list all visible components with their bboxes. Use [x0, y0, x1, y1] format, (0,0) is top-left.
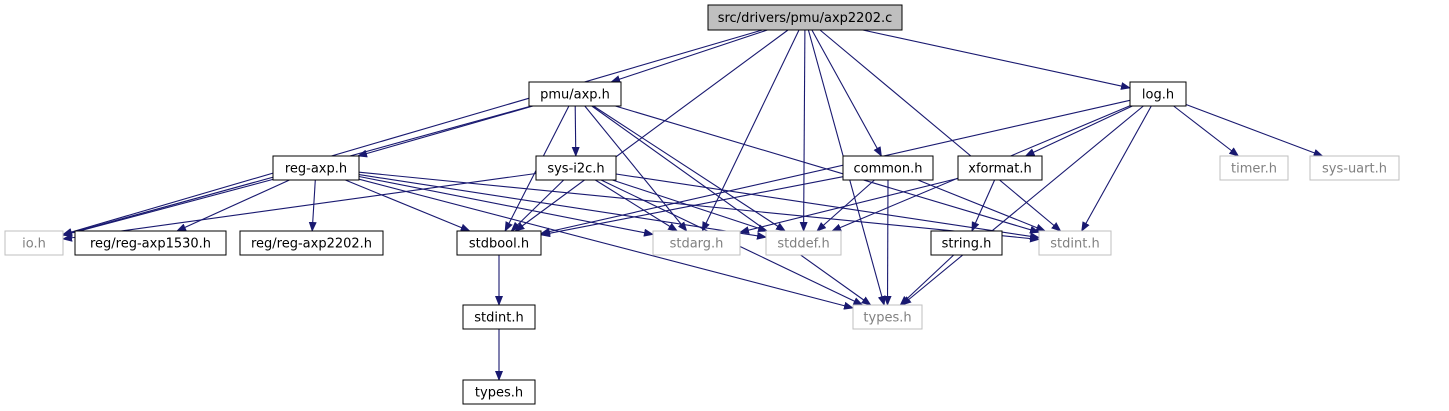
node-label-types_doc: types.h: [475, 386, 523, 401]
node-stdint_doc[interactable]: stdint.h: [462, 304, 536, 330]
node-label-stdint_ext: stdint.h: [1050, 237, 1099, 252]
node-label-reg2202: reg/reg-axp2202.h: [251, 237, 372, 252]
node-box-sys_i2c: [535, 155, 617, 181]
edge-sys_i2c-to-stdbool: [510, 179, 565, 232]
edge-xformat-to-stdarg: [739, 177, 959, 235]
edge-root-to-stdarg: [701, 29, 800, 232]
node-xformat[interactable]: xformat.h: [957, 155, 1043, 181]
node-box-stdint_ext: [1038, 230, 1112, 256]
node-box-common: [842, 155, 934, 181]
edge-common-to-stdbool: [540, 176, 844, 238]
edge-common-to-types_ext: [883, 179, 892, 306]
edge-pmu_axp-to-types_ext: [591, 105, 872, 306]
node-label-types_ext: types.h: [863, 311, 911, 326]
edge-root-to-log: [862, 29, 1131, 90]
edge-reg_axp-to-types_ext: [358, 178, 854, 310]
edge-root-to-stdint_ext: [819, 29, 1062, 232]
edge-log-to-sys_uart: [1185, 103, 1324, 157]
node-box-stdint_doc: [462, 304, 536, 330]
node-label-string: string.h: [942, 237, 992, 252]
node-label-reg1530: reg/reg-axp1530.h: [90, 237, 211, 252]
edge-reg_axp-to-reg1530: [176, 179, 290, 232]
node-box-timer: [1219, 155, 1289, 181]
edge-root-to-pmu_axp: [610, 29, 768, 83]
edge-common-to-stddef: [816, 179, 875, 232]
node-log[interactable]: log.h: [1129, 81, 1187, 107]
node-box-types_ext: [852, 304, 923, 330]
node-box-stdbool: [456, 230, 542, 256]
node-box-io: [4, 230, 64, 256]
node-box-sys_uart: [1309, 155, 1400, 181]
node-box-string: [930, 230, 1003, 256]
node-string[interactable]: string.h: [930, 230, 1003, 256]
node-box-root: [707, 4, 903, 31]
node-label-root: src/drivers/pmu/axp2202.c: [718, 11, 893, 26]
node-stdint_ext: stdint.h: [1038, 230, 1112, 256]
node-label-sys_uart: sys-uart.h: [1322, 162, 1387, 177]
node-box-log: [1129, 81, 1187, 107]
edge-sys_i2c-to-stddef: [612, 179, 769, 232]
node-label-io: io.h: [22, 237, 46, 252]
node-box-types_doc: [462, 379, 536, 405]
node-label-stdint_doc: stdint.h: [474, 311, 523, 326]
node-stddef: stddef.h: [765, 230, 842, 256]
node-label-stdarg: stdarg.h: [670, 237, 724, 252]
edge-string-to-types_ext: [899, 254, 955, 306]
node-label-sys_i2c: sys-i2c.h: [547, 162, 604, 177]
node-box-stdarg: [652, 230, 741, 256]
node-box-reg2202: [239, 230, 384, 256]
node-box-stddef: [765, 230, 842, 256]
node-reg_axp[interactable]: reg-axp.h: [272, 155, 360, 181]
edge-root-to-stddef: [799, 29, 808, 232]
node-timer: timer.h: [1219, 155, 1289, 181]
node-box-xformat: [957, 155, 1043, 181]
edge-reg_axp-to-stdbool: [345, 179, 471, 232]
node-types_doc[interactable]: types.h: [462, 379, 536, 405]
edge-reg_axp-to-reg2202: [308, 179, 317, 232]
node-io: io.h: [4, 230, 64, 256]
edge-common-to-stdint_ext: [917, 179, 1047, 232]
edge-pmu_axp-to-sys_i2c: [571, 105, 580, 157]
node-root[interactable]: src/drivers/pmu/axp2202.c: [707, 4, 903, 31]
node-box-reg1530: [74, 230, 227, 256]
edge-log-to-timer: [1173, 105, 1240, 157]
node-label-timer: timer.h: [1231, 162, 1277, 177]
node-label-reg_axp: reg-axp.h: [285, 162, 347, 177]
node-sys_uart: sys-uart.h: [1309, 155, 1400, 181]
node-box-reg_axp: [272, 155, 360, 181]
node-common[interactable]: common.h: [842, 155, 934, 181]
node-label-stddef: stddef.h: [777, 237, 829, 252]
node-label-xformat: xformat.h: [968, 162, 1031, 177]
node-reg2202[interactable]: reg/reg-axp2202.h: [239, 230, 384, 256]
node-sys_i2c[interactable]: sys-i2c.h: [535, 155, 617, 181]
edge-xformat-to-string: [971, 179, 996, 232]
node-layer: src/drivers/pmu/axp2202.c pmu/axp.h log.h r…: [4, 4, 1400, 405]
node-types_ext: types.h: [852, 304, 923, 330]
node-stdarg: stdarg.h: [652, 230, 741, 256]
edge-reg_axp-to-stdarg: [358, 175, 654, 237]
edge-root-to-stdbool: [514, 29, 789, 232]
node-reg1530[interactable]: reg/reg-axp1530.h: [74, 230, 227, 256]
edge-sys_i2c-to-stdarg: [595, 179, 679, 232]
edge-reg_axp-to-stdint_ext: [358, 171, 1040, 243]
node-stdbool[interactable]: stdbool.h: [456, 230, 542, 256]
edge-root-to-common: [811, 29, 882, 157]
node-pmu_axp[interactable]: pmu/axp.h: [528, 81, 622, 107]
node-label-log: log.h: [1142, 88, 1174, 103]
node-box-pmu_axp: [528, 81, 622, 107]
node-label-common: common.h: [854, 162, 923, 177]
edge-pmu_axp-to-stddef: [593, 105, 786, 232]
edge-log-to-xformat: [1024, 105, 1133, 157]
node-label-stdbool: stdbool.h: [469, 237, 529, 252]
edge-reg_axp-to-io: [62, 178, 274, 237]
edge-log-to-types_ext: [901, 105, 1144, 306]
edge-log-to-stdbool: [540, 99, 1131, 236]
edge-log-to-stdint_ext: [1081, 105, 1152, 232]
edge-sys_i2c-to-stdint_ext: [615, 173, 1040, 241]
edge-sys_i2c-to-io: [62, 172, 537, 242]
node-label-pmu_axp: pmu/axp.h: [540, 88, 610, 103]
edge-root-to-io: [62, 29, 763, 236]
edge-pmu_axp-to-reg_axp: [357, 105, 534, 158]
